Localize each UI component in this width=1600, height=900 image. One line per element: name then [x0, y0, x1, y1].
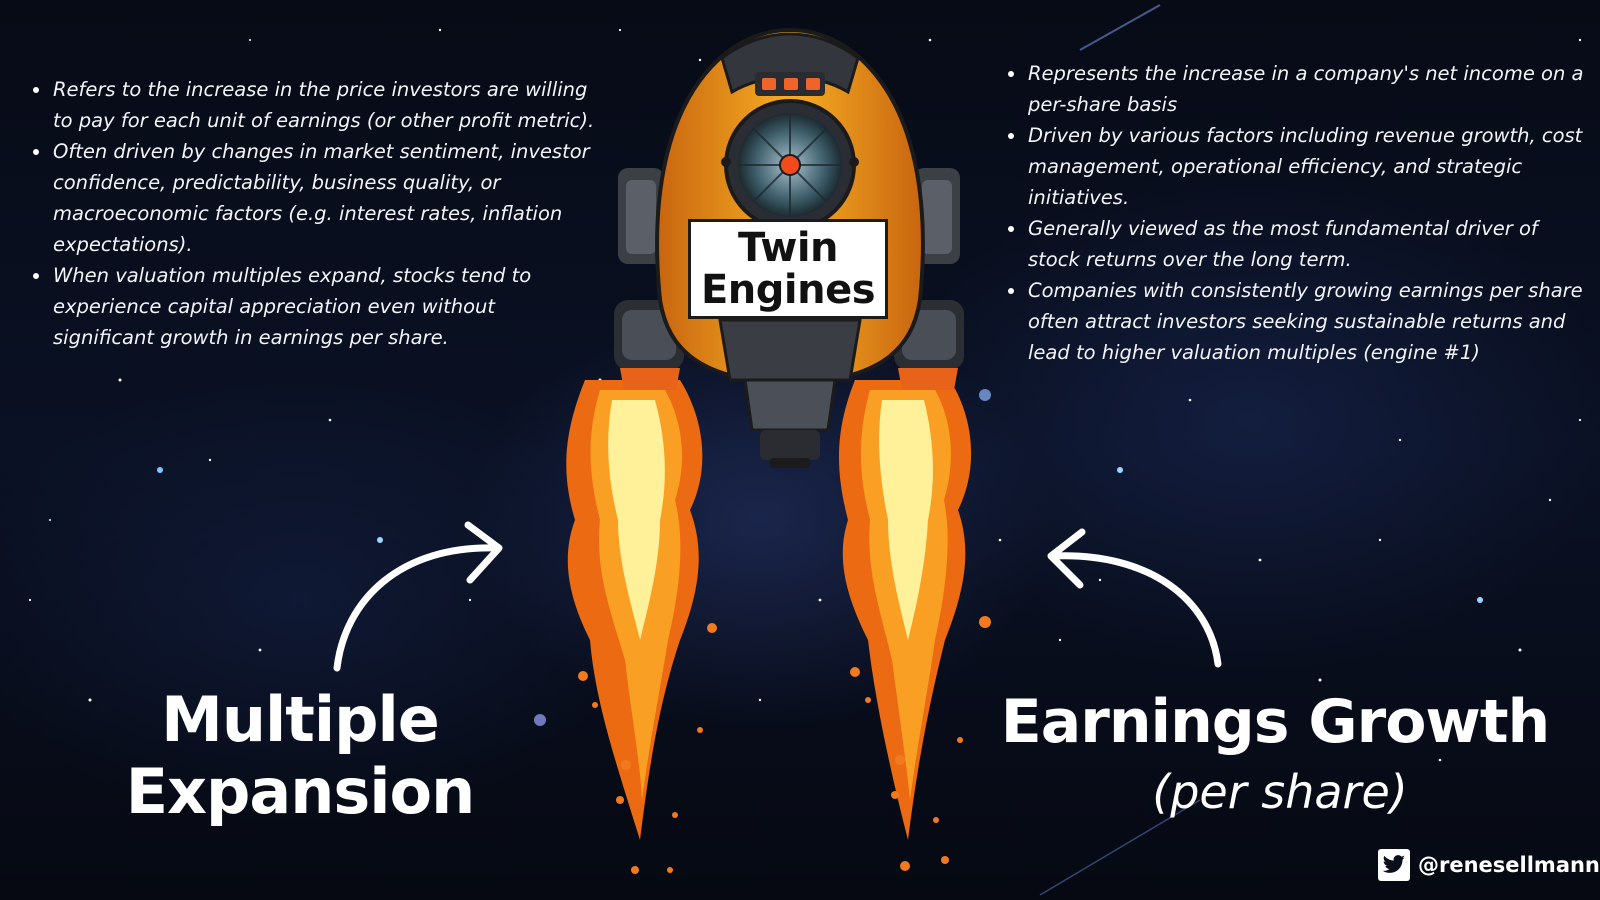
bullet-item: Companies with consistently growing earn…: [1005, 275, 1585, 368]
rocket-title-box: Twin Engines: [688, 219, 888, 319]
label-line-1: Multiple: [161, 683, 440, 756]
right-curved-arrow-icon: [1047, 528, 1222, 668]
twitter-handle: @renesellmann: [1418, 853, 1600, 877]
label-line-2: Expansion: [125, 755, 476, 828]
left-curved-arrow-icon: [333, 521, 503, 672]
multiple-expansion-label: Multiple Expansion: [100, 684, 500, 828]
author-credit[interactable]: @renesellmann: [1378, 848, 1600, 882]
bullet-item: Refers to the increase in the price inve…: [30, 74, 600, 136]
bullet-item: Driven by various factors including reve…: [1005, 120, 1585, 213]
earnings-growth-label: Earnings Growth: [1000, 687, 1551, 757]
bullet-item: Generally viewed as the most fundamental…: [1005, 213, 1585, 275]
bullet-item: Often driven by changes in market sentim…: [30, 136, 600, 260]
bullet-item: Represents the increase in a company's n…: [1005, 58, 1585, 120]
title-line-2: Engines: [700, 267, 876, 313]
earnings-growth-bullets: Represents the increase in a company's n…: [1005, 58, 1585, 368]
multiple-expansion-bullets: Refers to the increase in the price inve…: [30, 74, 600, 353]
right-side-engine: [894, 168, 964, 390]
earnings-growth-sublabel: (per share): [1152, 765, 1408, 819]
right-engine-flame: [838, 380, 972, 840]
left-engine-flame: [566, 380, 703, 840]
central-nozzle: [718, 318, 862, 468]
twitter-bird-icon: [1378, 849, 1410, 881]
title-line-1: Twin: [737, 225, 839, 271]
bullet-item: When valuation multiples expand, stocks …: [30, 260, 600, 353]
